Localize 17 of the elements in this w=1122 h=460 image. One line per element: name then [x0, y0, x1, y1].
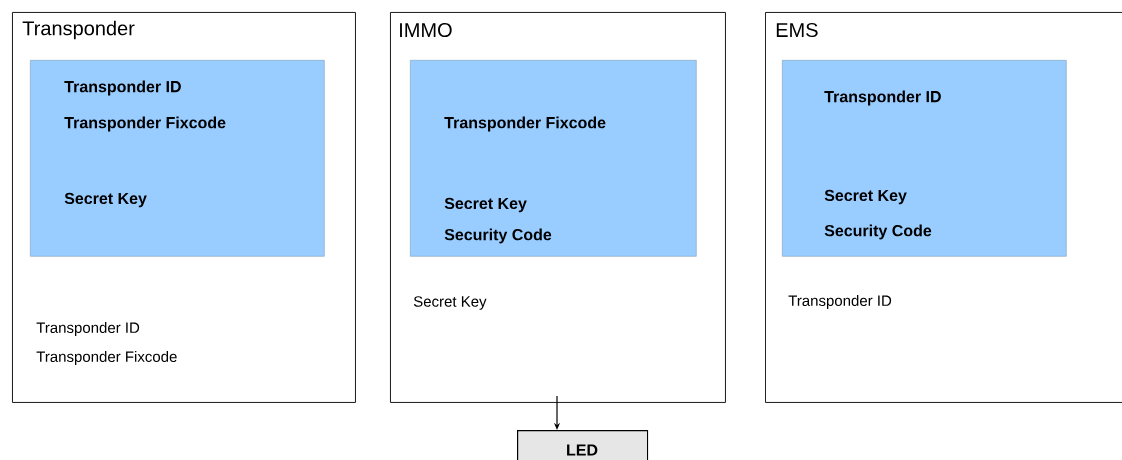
text-line: Transponder Fixcode [64, 116, 226, 132]
text-line: Secret Key [824, 189, 907, 205]
box-title: IMMO [400, 22, 452, 38]
text-line: Transponder ID [824, 90, 941, 106]
box-title: Transponder [22, 20, 135, 40]
text-line: Security Code [824, 224, 932, 240]
text-line: Transponder ID [36, 322, 140, 336]
text-line: Secret Key [444, 197, 527, 213]
text-line: Secret Key [64, 192, 147, 208]
text-line: Transponder ID [64, 80, 181, 96]
box-title: EMS [776, 22, 818, 38]
text-line: Transponder ID [788, 295, 892, 309]
text-line: Transponder Fixcode [444, 116, 606, 132]
text-line: Transponder Fixcode [36, 351, 177, 365]
box-label: LED [567, 444, 598, 456]
text-line: Security Code [444, 228, 552, 244]
text-line: Secret Key [413, 296, 487, 310]
